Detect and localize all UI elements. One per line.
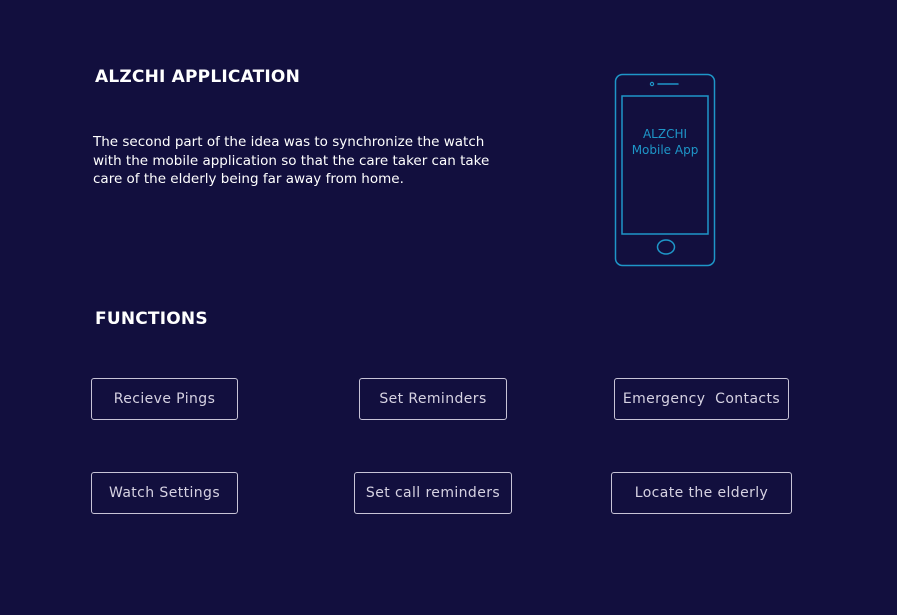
set-reminders-button[interactable]: Set Reminders <box>359 378 507 420</box>
watch-settings-button[interactable]: Watch Settings <box>91 472 238 514</box>
emergency-contacts-button[interactable]: Emergency Contacts <box>614 378 789 420</box>
functions-heading: FUNCTIONS <box>95 309 208 329</box>
recieve-pings-button[interactable]: Recieve Pings <box>91 378 238 420</box>
locate-the-elderly-button[interactable]: Locate the elderly <box>611 472 792 514</box>
set-call-reminders-button[interactable]: Set call reminders <box>354 472 512 514</box>
page-title: ALZCHI APPLICATION <box>95 67 301 87</box>
smartphone-icon <box>614 73 716 267</box>
description-text: The second part of the idea was to synch… <box>93 134 490 187</box>
phone-screen-title: ALZCHI <box>642 127 688 141</box>
phone-illustration: ALZCHI Mobile App <box>614 73 716 267</box>
phone-screen-subtitle: Mobile App <box>631 143 699 157</box>
